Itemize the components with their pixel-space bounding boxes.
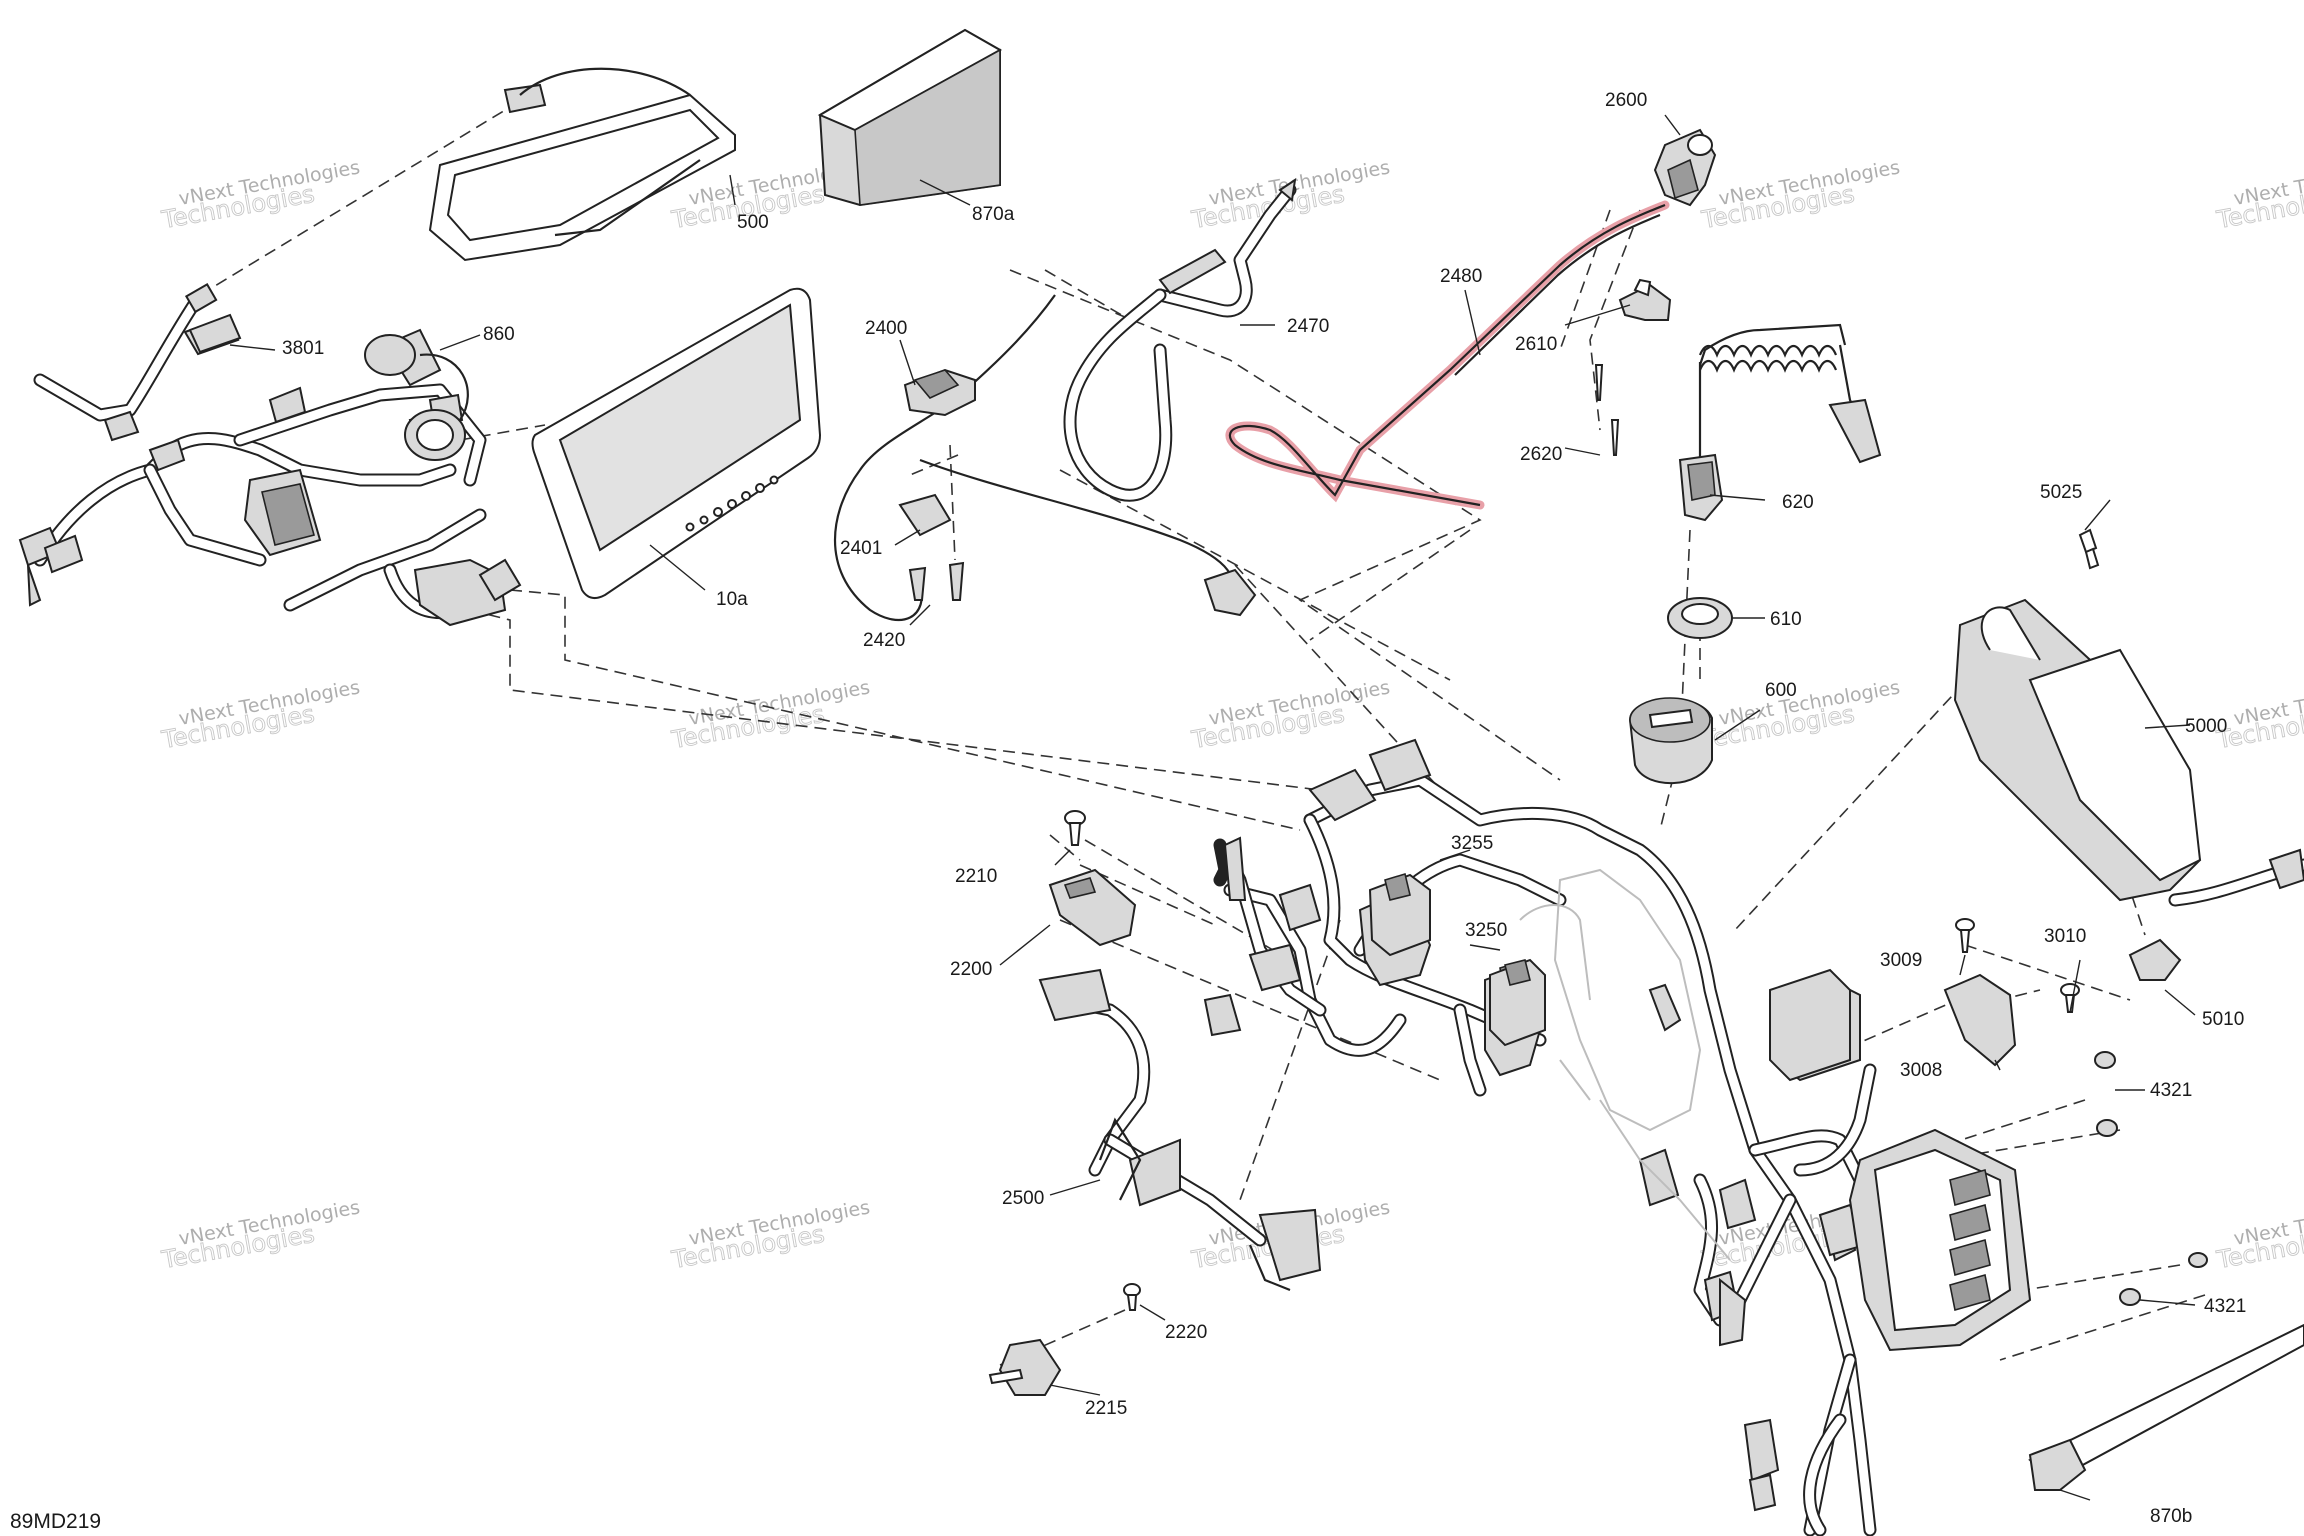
part-860-socket (364, 334, 469, 461)
label-500: 500 (737, 212, 769, 233)
label-10a: 10a (716, 589, 748, 610)
label-3801: 3801 (282, 338, 324, 359)
part-2215-fitting (988, 1338, 1062, 1396)
part-870a-foam-block (817, 28, 1003, 207)
label-2200: 2200 (950, 959, 992, 980)
part-2220-screw (1123, 1283, 1141, 1311)
part-fuse-box (1769, 968, 2032, 1352)
part-2480-highlighted-wire (1225, 200, 1670, 510)
label-2210: 2210 (955, 866, 997, 887)
part-2600-key-switch (1653, 128, 1717, 207)
part-5010-clip (2128, 938, 2182, 981)
label-610: 610 (1770, 609, 1802, 630)
part-610-ring (1667, 597, 1733, 639)
label-5000: 5000 (2185, 716, 2227, 737)
label-2215: 2215 (1085, 1398, 1127, 1419)
label-3250: 3250 (1465, 920, 1507, 941)
label-3010: 3010 (2044, 926, 2086, 947)
label-5010: 5010 (2202, 1009, 2244, 1030)
label-620: 620 (1782, 492, 1814, 513)
label-870a: 870a (972, 204, 1015, 225)
part-870b-strap (2028, 1323, 2304, 1491)
part-2210-screw (1064, 810, 1086, 846)
part-3250-switch (1489, 958, 1546, 1047)
part-2200-sensor (1048, 868, 1137, 947)
label-860: 860 (483, 324, 515, 345)
label-2470: 2470 (1287, 316, 1329, 337)
display-buttons (685, 475, 779, 532)
label-2600: 2600 (1605, 90, 1647, 111)
part-2610-clip (1618, 278, 1672, 321)
part-2400-switch-assembly (833, 294, 1257, 622)
diagram-code: 89MD219 (10, 1510, 101, 1533)
part-labels: 3801 860 10a 500 870a 2400 2401 2420 247… (282, 90, 2246, 1527)
steering-column-background (1519, 868, 1731, 1261)
part-5025-screw (2078, 528, 2100, 570)
label-2420: 2420 (863, 630, 905, 651)
part-620-coiled-cord (1678, 323, 1882, 522)
part-3255-switch (1368, 872, 1431, 957)
part-2620-screws (1594, 364, 1620, 456)
label-5025: 5025 (2040, 482, 2082, 503)
part-10a-display (531, 287, 822, 600)
label-3255: 3255 (1451, 833, 1493, 854)
leader-lines (229, 114, 2196, 1501)
part-5000-module (1953, 598, 2304, 907)
label-870b: 870b (2150, 1506, 2192, 1527)
label-2220: 2220 (1165, 1322, 1207, 1343)
label-2610: 2610 (1515, 334, 1557, 355)
part-3008-bracket (1943, 973, 2017, 1067)
label-2401: 2401 (840, 538, 882, 559)
part-3801-connector (188, 313, 242, 354)
part-3010-screw (2060, 983, 2080, 1013)
part-main-harness (1203, 738, 1877, 1536)
label-2400: 2400 (865, 318, 907, 339)
label-2500: 2500 (1002, 1188, 1044, 1209)
part-500-module-cover (428, 67, 736, 262)
label-2480: 2480 (1440, 266, 1482, 287)
label-3009: 3009 (1880, 950, 1922, 971)
part-2470-harness-loop (1063, 177, 1297, 502)
label-4321-top: 4321 (2150, 1080, 2192, 1101)
part-2500-bracket (1038, 968, 1322, 1292)
part-4321-nuts (2094, 1051, 2208, 1306)
part-3009-screw (1955, 918, 1975, 953)
part-600-cap (1628, 697, 1713, 785)
label-4321-bottom: 4321 (2204, 1296, 2246, 1317)
label-2620: 2620 (1520, 444, 1562, 465)
label-3008: 3008 (1900, 1060, 1942, 1081)
label-600: 600 (1765, 680, 1797, 701)
